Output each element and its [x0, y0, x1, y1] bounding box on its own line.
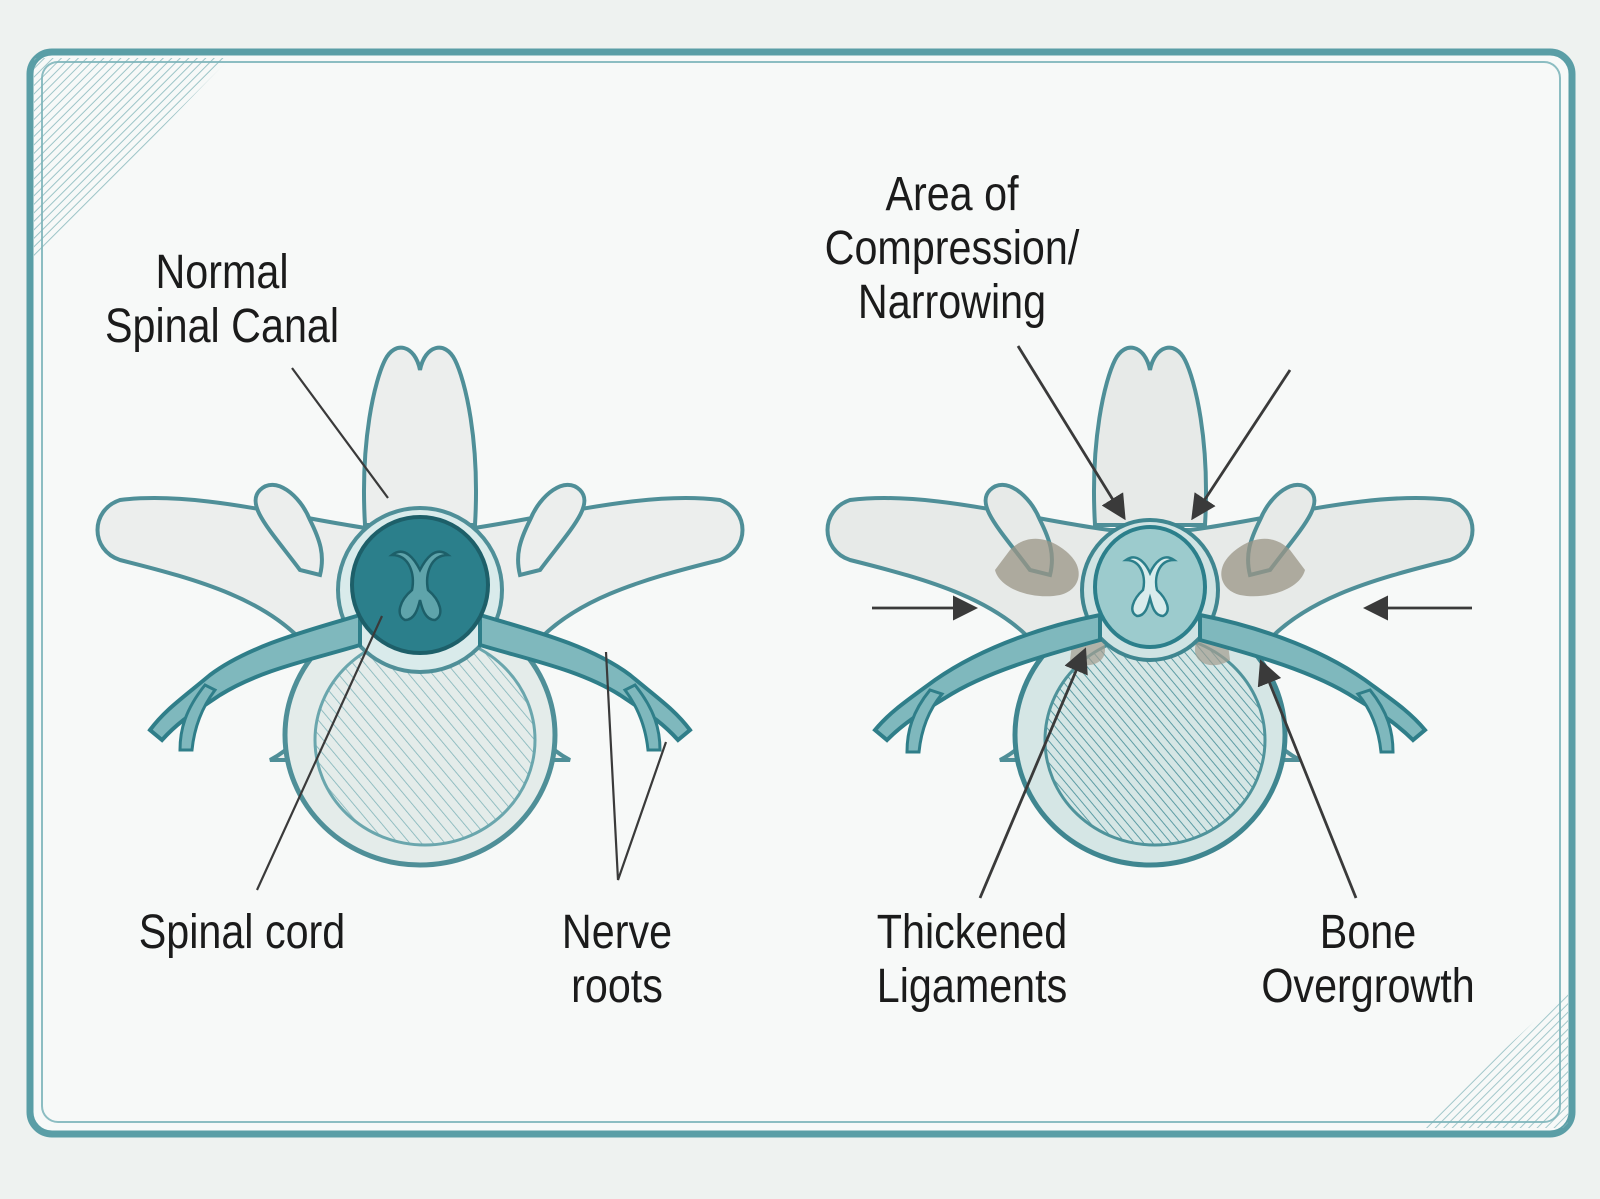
label-thickened-ligaments: Thickened Ligaments — [852, 906, 1093, 1014]
corner-shading-bottom-right — [1420, 990, 1568, 1128]
label-line: Overgrowth — [1261, 960, 1475, 1013]
bone-overgrowth-right — [1221, 538, 1305, 597]
frame-inner-line — [41, 61, 1561, 1123]
normal-vertebra — [95, 345, 745, 868]
label-line: Thickened — [876, 906, 1068, 959]
nerve-root-left — [147, 612, 362, 743]
label-line: Area of — [885, 168, 1019, 221]
label-line: Nerve — [561, 906, 673, 959]
label-bone-overgrowth: Bone Overgrowth — [1248, 906, 1489, 1014]
label-spinal-cord: Spinal cord — [113, 906, 371, 960]
arrow-bone-overgrowth — [1257, 659, 1358, 899]
stenotic-vertebra — [825, 345, 1475, 868]
leader-nerve-roots — [604, 651, 668, 881]
nerve-root-right — [1198, 612, 1428, 743]
label-line: Compression/ — [824, 222, 1080, 275]
label-line: Bone — [1319, 906, 1417, 959]
arrow-compression-left — [1016, 345, 1126, 521]
label-line: Narrowing — [857, 276, 1047, 329]
label-line: roots — [571, 960, 663, 1013]
bone-overgrowth-left — [995, 538, 1079, 597]
label-line: Normal — [155, 246, 289, 299]
grey-matter — [1122, 556, 1178, 618]
nerve-root-left — [872, 612, 1102, 743]
left-leader-lines — [255, 367, 668, 891]
right-arrows — [872, 345, 1472, 899]
leader-normal-canal — [291, 367, 389, 499]
label-line: Spinal cord — [138, 906, 346, 959]
arrow-ligaments — [978, 647, 1088, 899]
label-line: Spinal Canal — [104, 300, 340, 353]
grey-matter — [388, 550, 452, 622]
leader-spinal-cord — [255, 615, 384, 891]
label-normal-spinal-canal: Normal Spinal Canal — [84, 246, 359, 354]
corner-shading-top-left — [34, 58, 230, 260]
label-area-of-compression: Area of Compression/ Narrowing — [806, 168, 1098, 330]
nerve-root-right — [478, 612, 693, 743]
arrow-compression-right — [1191, 369, 1292, 521]
label-line: Ligaments — [876, 960, 1068, 1013]
label-nerve-roots: Nerve roots — [535, 906, 698, 1014]
